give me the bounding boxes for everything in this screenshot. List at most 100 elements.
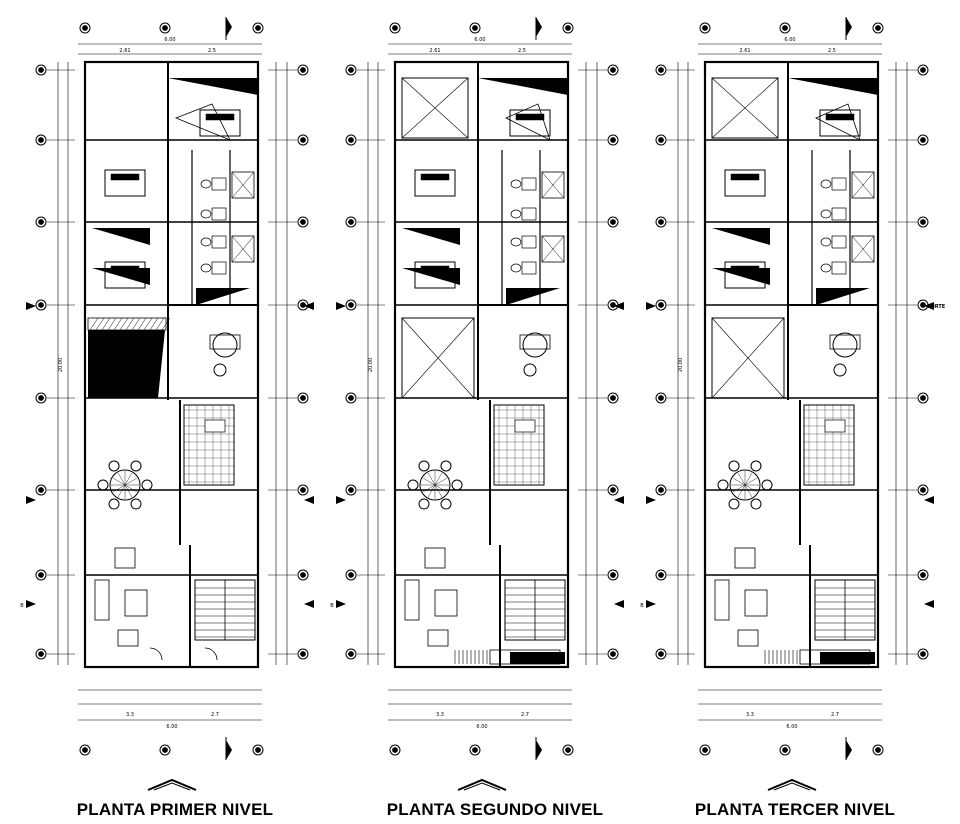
axis-bubble-right [917, 484, 929, 496]
axis-bubble-dot [658, 219, 664, 225]
hatch-stroke [161, 317, 171, 331]
outer-wall [703, 60, 880, 669]
shower [231, 171, 255, 199]
axis-bubble-dot [702, 25, 708, 31]
axis-bubble-dot [565, 747, 571, 753]
section-mark-d-right [304, 496, 314, 504]
bed-cover [815, 103, 861, 141]
dimension-text-height: 20.00 [58, 358, 64, 372]
section-mark-b-left [646, 600, 656, 608]
hatch-stair [506, 288, 560, 305]
bed [724, 261, 766, 289]
dining-chair [97, 479, 109, 491]
table-pattern [124, 484, 138, 493]
hatch-stair [712, 228, 770, 245]
section-label-b: B [640, 603, 644, 609]
dimension-text-bottom-right: 2.7 [831, 712, 839, 718]
kitchen-sink [824, 419, 846, 433]
dimension-text-height: 20.00 [368, 358, 374, 372]
axis-bubble-dot [702, 747, 708, 753]
axis-bubble-dot [348, 302, 354, 308]
axis-bubble-right [917, 64, 929, 76]
dining-chair [108, 460, 120, 472]
axis-bubble-dot [875, 747, 881, 753]
hatch-stroke [131, 317, 141, 331]
plan-title-primer: PLANTA PRIMER NIVEL [76, 800, 274, 819]
section-label-b: B [20, 603, 24, 609]
axis-bubble-top [562, 22, 574, 34]
axis-bubble-dot [162, 25, 168, 31]
axis-bubble-right [917, 216, 929, 228]
axis-bubble-dot [38, 651, 44, 657]
section-mark-c-right [304, 302, 314, 310]
axis-bubble-left [655, 648, 667, 660]
axis-bubble-dot [875, 25, 881, 31]
bed-cover [174, 103, 231, 141]
dimension-text-bottom-left: 3.3 [746, 712, 754, 718]
hatch-stroke [119, 317, 129, 331]
axis-bubble-right [297, 392, 309, 404]
table-pattern [422, 484, 436, 493]
armchair [737, 629, 759, 647]
shower [541, 235, 565, 263]
shower-diagonal [851, 235, 875, 263]
dimension-text-top-right: 2.5 [208, 48, 216, 54]
axis-bubble-dot [472, 747, 478, 753]
dimension-text-height: 20.00 [678, 358, 684, 372]
toilet [200, 209, 212, 219]
axis-bubble-left [35, 392, 47, 404]
axis-bubble-right [607, 216, 619, 228]
plant [523, 363, 537, 377]
axis-bubble-left [35, 569, 47, 581]
axis-bubble-dot [920, 137, 926, 143]
section-mark-d-right [924, 496, 934, 504]
dimension-text-top-left: 2.61 [429, 48, 440, 54]
dining-table [729, 469, 761, 501]
shower-diagonal [541, 171, 565, 199]
axis-bubble-dot [392, 747, 398, 753]
armchair [117, 629, 139, 647]
toilet [510, 209, 522, 219]
bed-pillow [205, 113, 235, 121]
sofa-round [522, 332, 548, 358]
toilet [820, 179, 832, 189]
dimension-text-top-total: 6.00 [784, 37, 795, 43]
dining-chair [418, 498, 430, 510]
section-mark-d-left [26, 496, 36, 504]
bed-pillow [110, 173, 140, 181]
table-pattern [112, 477, 126, 486]
dimension-text-top-total: 6.00 [164, 37, 175, 43]
shower [541, 171, 565, 199]
table-pattern [434, 484, 443, 498]
void-diagonal [401, 77, 469, 139]
coffee-table [829, 334, 861, 350]
hatch-stair [816, 288, 870, 305]
sink [521, 177, 537, 191]
sofa-round [832, 332, 858, 358]
axis-bubble-right [917, 569, 929, 581]
door-swing [204, 647, 218, 661]
dining-chair [728, 498, 740, 510]
door-swing [149, 647, 163, 661]
coffee-table [744, 589, 768, 617]
axis-bubble-dot [658, 302, 664, 308]
table-pattern [124, 477, 138, 486]
table-pattern [434, 477, 448, 486]
void-diagonal [711, 317, 785, 399]
axis-bubble-dot [658, 137, 664, 143]
roof-symbol [457, 778, 507, 791]
bed-pillow [730, 173, 760, 181]
axis-bubble-top [699, 22, 711, 34]
hatch-top [168, 78, 258, 95]
axis-bubble-left [345, 392, 357, 404]
axis-bubble-dot [255, 747, 261, 753]
axis-bubble-top [389, 744, 401, 756]
axis-bubble-left [655, 216, 667, 228]
table-pattern [112, 484, 126, 493]
roof-symbol-inner [773, 782, 811, 791]
table-pattern [124, 472, 133, 486]
dimension-text-bottom-total: 6.00 [786, 724, 797, 730]
dining-chair [440, 460, 452, 472]
sink [211, 261, 227, 275]
